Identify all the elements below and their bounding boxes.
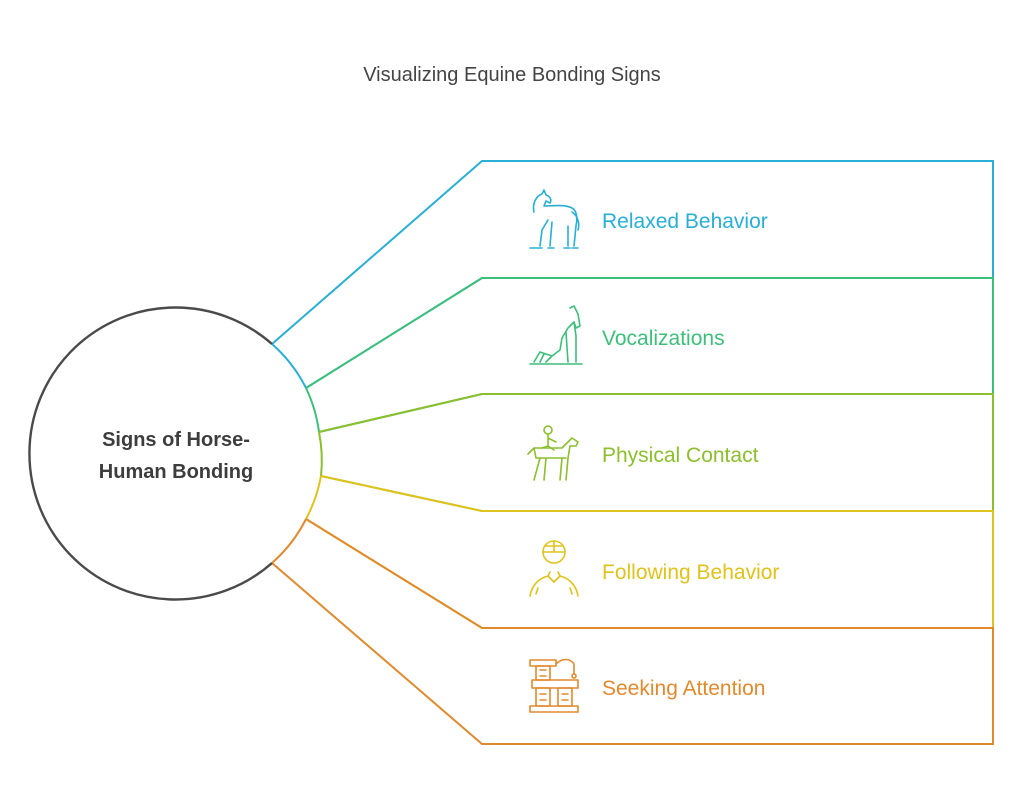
band-relaxed-behavior: Relaxed Behavior xyxy=(271,160,994,389)
band-seeking-attention: Seeking Attention xyxy=(271,518,994,745)
howling-horse-icon xyxy=(529,305,583,365)
label-vocalizations: Vocalizations xyxy=(602,327,725,350)
label-following-behavior: Following Behavior xyxy=(602,561,779,584)
band-vocalizations: Vocalizations xyxy=(305,277,994,433)
label-physical-contact: Physical Contact xyxy=(602,444,759,467)
label-seeking-attention: Seeking Attention xyxy=(602,677,765,700)
center-circle xyxy=(28,306,273,601)
label-relaxed-behavior: Relaxed Behavior xyxy=(602,210,768,233)
band-physical-contact: Physical Contact xyxy=(318,393,994,512)
horse-rider-icon xyxy=(527,425,579,481)
cat-tree-icon xyxy=(529,658,579,713)
center-label-line1: Signs of Horse- xyxy=(102,429,250,451)
person-helmet-icon xyxy=(529,540,579,597)
diagram-title: Visualizing Equine Bonding Signs xyxy=(363,64,661,86)
band-following-behavior: Following Behavior xyxy=(305,475,994,629)
horse-icon xyxy=(529,189,580,249)
center-label-line2: Human Bonding xyxy=(99,461,253,483)
